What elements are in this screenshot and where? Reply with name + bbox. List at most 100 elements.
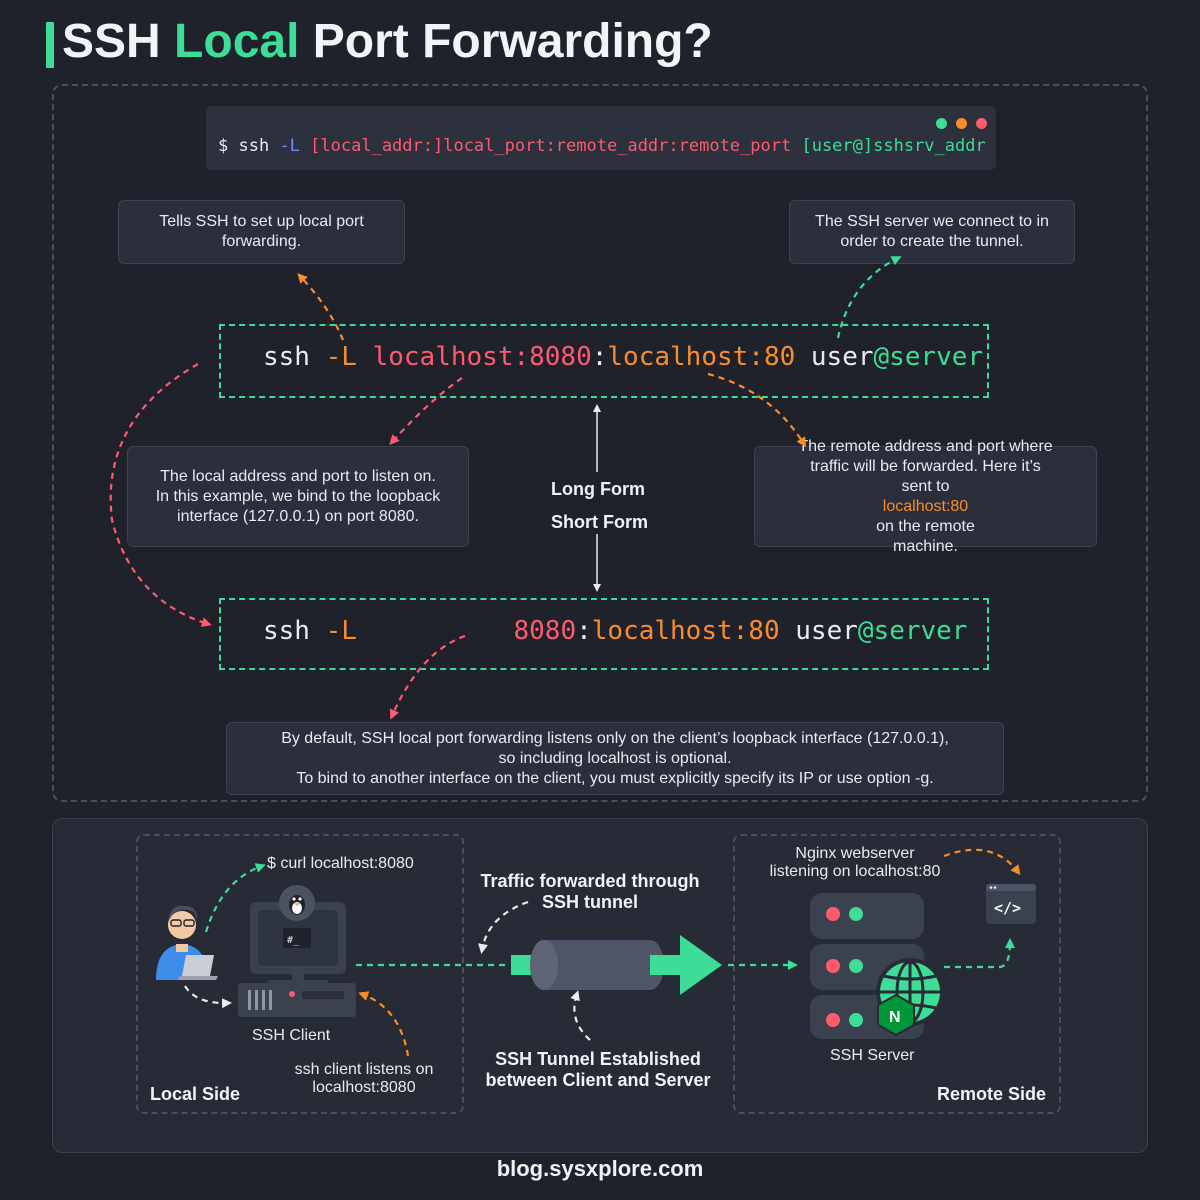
traffic-line: SSH tunnel	[541, 892, 638, 912]
client-listen-line: ssh client listens on	[294, 1061, 434, 1078]
long-flag: -L	[325, 342, 357, 372]
remote-desc-line: The remote address and port where	[798, 437, 1053, 455]
short-flag: -L	[325, 616, 357, 646]
tunnel-note: SSH Tunnel Established between Client an…	[470, 1049, 726, 1091]
flag-desc-line: forwarding.	[221, 233, 302, 250]
listen-arrow	[358, 991, 410, 1057]
server-desc-line: order to create the tunnel.	[840, 233, 1024, 250]
footer-url: blog.sysxplore.com	[496, 1156, 704, 1181]
curl-command: $ curl localhost:8080	[267, 855, 414, 872]
flag-description: Tells SSH to set up local port forwardin…	[118, 200, 405, 264]
remote-desc-text: sent to	[901, 477, 950, 495]
code-icon: </>	[986, 884, 1036, 924]
traffic-arrow	[478, 900, 529, 954]
linux-icon	[289, 895, 305, 915]
long-colon: :	[591, 342, 608, 372]
short-form-command: ssh -L 8080:localhost:80 user@server	[263, 616, 967, 646]
remote-arrow	[707, 372, 807, 448]
long-remote-addr: localhost:80	[607, 342, 796, 372]
remote-desc-highlight: localhost:80	[882, 497, 969, 515]
default-behavior-note: By default, SSH local port forwarding li…	[226, 722, 1004, 795]
short-port: 8080	[513, 616, 577, 646]
syntax-section	[52, 84, 1148, 802]
syntax-flag: -L	[279, 136, 300, 156]
long-ssh: ssh	[263, 342, 310, 372]
short-user: user	[795, 616, 858, 646]
server-arrow	[836, 256, 902, 339]
short-server: @server	[857, 616, 968, 646]
server-description: The SSH server we connect to in order to…	[789, 200, 1075, 264]
nginx-line: Nginx webserver	[795, 845, 915, 862]
tunnel-icon	[511, 935, 722, 995]
flag-desc-line: Tells SSH to set up local port	[159, 213, 364, 230]
ssh-client-label: SSH Client	[252, 1027, 331, 1044]
green-dot-icon	[936, 118, 947, 129]
note-arrow	[389, 634, 466, 720]
monitor-icon: #_	[250, 885, 346, 986]
client-listen-note: ssh client listens on localhost:8080	[284, 1061, 444, 1097]
tunnel-line: between Client and Server	[485, 1070, 711, 1090]
long-user: user	[810, 342, 874, 372]
tunnel-established-arrow	[570, 990, 591, 1041]
local-desc-line: In this example, we bind to the loopback	[155, 487, 441, 505]
local-side-label: Local Side	[150, 1084, 241, 1104]
local-arrow	[389, 377, 463, 445]
local-desc-line: interface (127.0.0.1) on port 8080.	[177, 507, 419, 525]
user-laptop-icon	[156, 905, 218, 980]
long-to-short-arrow	[109, 363, 212, 627]
orange-dot-icon	[956, 118, 967, 129]
long-local-addr: localhost:8080	[372, 342, 592, 372]
server-desc-line: The SSH server we connect to in	[815, 213, 1049, 230]
short-colon: :	[576, 616, 592, 646]
long-form-command: ssh -L localhost:8080:localhost:80 user@…	[263, 342, 983, 372]
red-dot-icon	[976, 118, 987, 129]
remote-desc-line: machine.	[893, 537, 958, 555]
terminal-icon: #_	[287, 935, 300, 946]
nginx-letter: N	[889, 1009, 901, 1026]
syntax-command: $ ssh -L [local_addr:]local_port:remote_…	[218, 136, 986, 156]
syntax-forward-spec: [local_addr:]local_port:remote_addr:remo…	[310, 136, 792, 156]
remote-desc-line: traffic will be forwarded. Here it’s	[810, 457, 1041, 475]
code-glyph: </>	[994, 899, 1021, 917]
curl-arrow	[204, 863, 266, 933]
server-code-arrow	[944, 938, 1015, 969]
syntax-prompt: $ ssh	[218, 136, 270, 156]
syntax-destination: [user@]sshsrv_addr	[801, 136, 986, 156]
title-accent-bar	[46, 22, 54, 68]
default-note-line: By default, SSH local port forwarding li…	[281, 729, 949, 747]
remote-address-description: The remote address and port where traffi…	[754, 438, 1097, 555]
client-listen-line: localhost:8080	[312, 1079, 416, 1096]
long-form-command-box: ssh -L localhost:8080:localhost:80 user@…	[219, 324, 989, 398]
remote-side-panel	[733, 834, 1061, 1114]
short-form-label: Short Form	[551, 512, 648, 532]
nginx-arrow	[943, 848, 1021, 876]
title-accent: Local	[174, 15, 300, 68]
traffic-note: Traffic forwarded through SSH tunnel	[470, 871, 710, 913]
long-server: @server	[873, 342, 984, 372]
local-address-description: The local address and port to listen on.…	[127, 446, 469, 547]
short-ssh: ssh	[263, 616, 310, 646]
ssh-server-label: SSH Server	[830, 1047, 915, 1064]
traffic-line: Traffic forwarded through	[480, 871, 700, 891]
nginx-icon: N	[877, 993, 915, 1037]
page-title: SSH Local Port Forwarding?	[62, 14, 713, 69]
local-desc-line: The local address and port to listen on.	[160, 467, 436, 485]
title-suffix: Port Forwarding?	[312, 15, 713, 68]
remote-desc-line: sent to localhost:80 on the remote	[798, 477, 1052, 537]
tunnel-line: SSH Tunnel Established	[495, 1049, 701, 1069]
ssh-client-box-icon	[238, 983, 356, 1017]
remote-side-label: Remote Side	[937, 1084, 1047, 1104]
local-side-panel	[136, 834, 464, 1114]
short-form-command-box: ssh -L 8080:localhost:80 user@server	[219, 598, 989, 670]
default-note-line: To bind to another interface on the clie…	[296, 769, 934, 787]
nginx-note: Nginx webserver listening on localhost:8…	[760, 845, 950, 881]
long-form-label: Long Form	[551, 479, 645, 499]
remote-desc-text: on the remote	[876, 517, 975, 535]
nginx-line: listening on localhost:80	[769, 863, 941, 880]
short-remote-addr: localhost:80	[591, 616, 780, 646]
title-prefix: SSH	[62, 15, 161, 68]
user-to-client-arrow	[184, 985, 232, 1009]
terminal-window: $ ssh -L [local_addr:]local_port:remote_…	[206, 106, 996, 170]
flag-arrow	[297, 273, 345, 341]
